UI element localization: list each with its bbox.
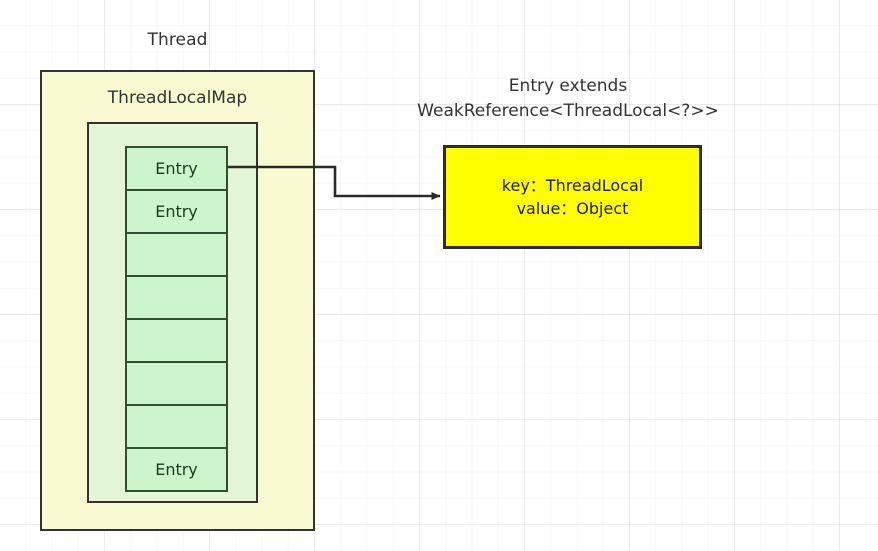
entry-cell: Entry	[127, 449, 226, 490]
entry-cell: Entry	[127, 148, 226, 191]
thread-label: Thread	[147, 30, 208, 50]
entry-detail-title-line1: Entry extends	[508, 76, 628, 96]
entry-cell	[127, 277, 226, 320]
entry-cell	[127, 234, 226, 277]
entry-detail-box: key：ThreadLocal value：Object	[443, 145, 702, 249]
entry-cell	[127, 320, 226, 363]
entry-cell	[127, 406, 226, 449]
entry-value-line: value：Object	[516, 199, 629, 218]
entry-cell	[127, 363, 226, 406]
threadlocalmap-label: ThreadLocalMap	[107, 88, 248, 108]
entry-key-line: key：ThreadLocal	[501, 176, 644, 195]
entry-detail-title: Entry extends WeakReference<ThreadLocal<…	[398, 74, 738, 124]
entry-cell: Entry	[127, 191, 226, 234]
entry-detail-title-line2: WeakReference<ThreadLocal<?>>	[417, 101, 719, 121]
